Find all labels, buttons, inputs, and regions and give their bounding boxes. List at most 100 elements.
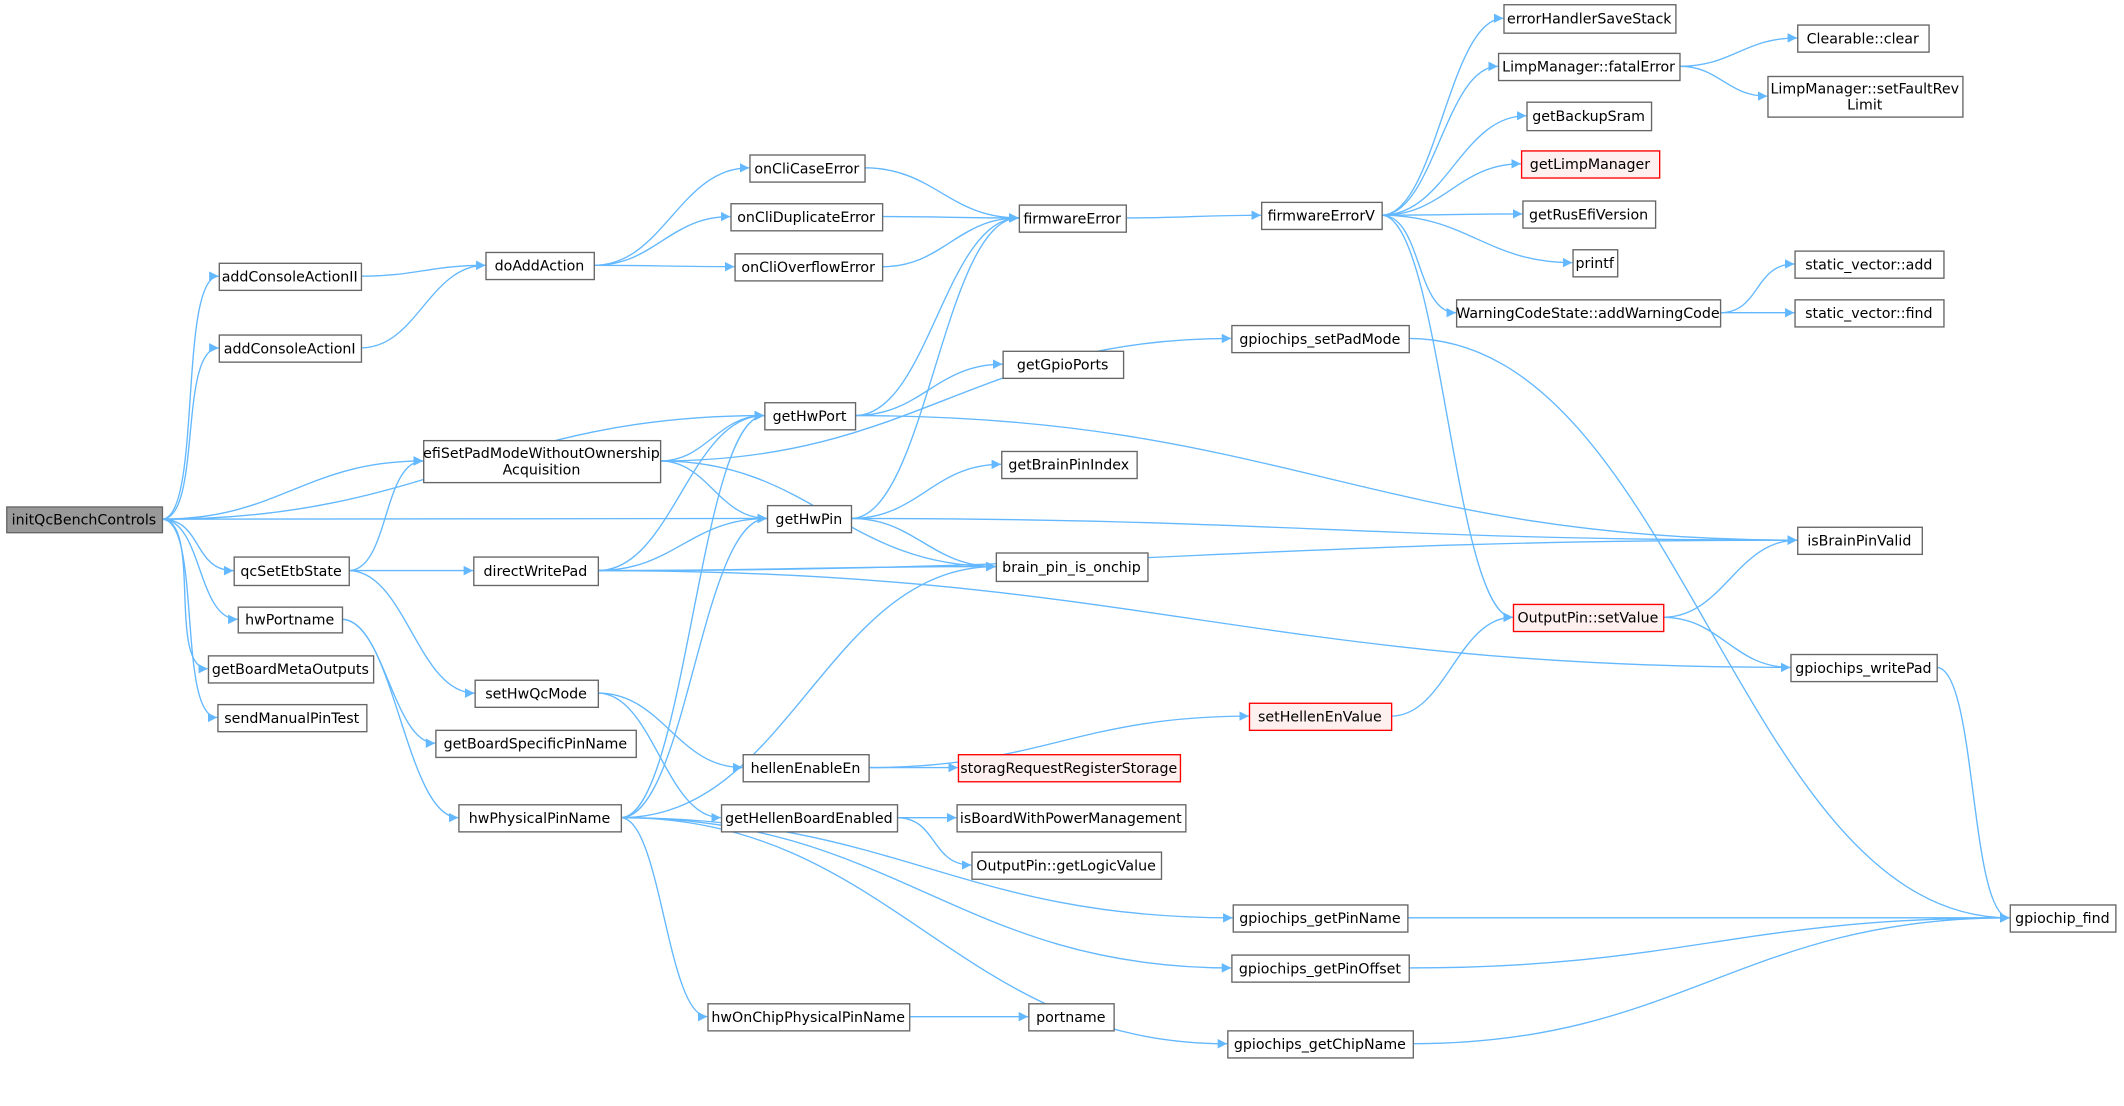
node-printf[interactable]: printf: [1572, 249, 1619, 278]
node-gpiochips-getpinname[interactable]: gpiochips_getPinName: [1232, 904, 1409, 933]
node-sethwqcmode[interactable]: setHwQcMode: [474, 679, 600, 709]
node-isboardwithpowermanagement[interactable]: isBoardWithPowerManagement: [956, 804, 1187, 833]
node-errorhandlersavestack[interactable]: errorHandlerSaveStack: [1503, 4, 1677, 34]
node-hwonchipphysicalpinname[interactable]: hwOnChipPhysicalPinName: [707, 1003, 911, 1032]
node-box[interactable]: [458, 804, 623, 833]
node-getbackupsram[interactable]: getBackupSram: [1526, 101, 1653, 132]
node-box[interactable]: [1572, 249, 1619, 278]
node-getboardmetaoutputs[interactable]: getBoardMetaOutputs: [207, 655, 375, 684]
node-box[interactable]: [1520, 150, 1661, 179]
node-warningcodestate-addwarningcode[interactable]: WarningCodeState::addWarningCode: [1455, 299, 1722, 328]
node-doaddaction[interactable]: doAddAction: [485, 251, 595, 281]
node-box[interactable]: [1797, 526, 1923, 556]
node-box[interactable]: [971, 851, 1163, 880]
node-box[interactable]: [742, 754, 870, 783]
node-firmwareerror[interactable]: firmwareError: [1018, 204, 1127, 233]
node-box[interactable]: [1260, 201, 1383, 231]
node-box[interactable]: [1248, 702, 1393, 732]
node-gpiochips-writepad[interactable]: gpiochips_writePad: [1790, 653, 1938, 683]
node-static-vector-find[interactable]: static_vector::find: [1794, 299, 1945, 328]
node-box[interactable]: [1512, 603, 1665, 633]
node-box[interactable]: [237, 606, 344, 634]
node-box[interactable]: [1231, 324, 1410, 354]
node-box[interactable]: [734, 253, 884, 282]
node-box[interactable]: [1231, 954, 1410, 983]
node-box[interactable]: [1794, 250, 1945, 279]
node-box[interactable]: [1526, 101, 1653, 132]
node-getrusefiversion[interactable]: getRusEfiVersion: [1522, 200, 1657, 229]
node-portname[interactable]: portname: [1028, 1003, 1115, 1032]
node-gpiochips-getpinoffset[interactable]: gpiochips_getPinOffset: [1231, 954, 1410, 983]
node-firmwareerrorv[interactable]: firmwareErrorV: [1260, 201, 1383, 231]
node-box[interactable]: [1790, 653, 1938, 683]
node-isbrainpinvalid[interactable]: isBrainPinValid: [1797, 526, 1923, 556]
node-addconsoleactionii[interactable]: addConsoleActionII: [218, 262, 363, 292]
node-brain-pin-is-onchip[interactable]: brain_pin_is_onchip: [995, 552, 1149, 583]
node-box[interactable]: [218, 262, 363, 292]
node-box[interactable]: [485, 251, 595, 281]
node-qcsetetbstate[interactable]: qcSetEtbState: [233, 556, 350, 587]
node-box[interactable]: [6, 506, 164, 534]
node-getbrainpinindex[interactable]: getBrainPinIndex: [1001, 450, 1138, 480]
node-gpiochips-setpadmode[interactable]: gpiochips_setPadMode: [1231, 324, 1410, 354]
node-box[interactable]: [730, 203, 884, 232]
node-hwportname[interactable]: hwPortname: [237, 606, 344, 634]
node-hellenenableen[interactable]: hellenEnableEn: [742, 754, 870, 783]
node-getlimpmanager[interactable]: getLimpManager: [1520, 150, 1661, 179]
node-box[interactable]: [707, 1003, 911, 1032]
node-box[interactable]: [1018, 204, 1127, 233]
node-box[interactable]: [957, 754, 1182, 783]
node-sethellenenvalue[interactable]: setHellenEnValue: [1248, 702, 1393, 732]
node-box[interactable]: [1522, 200, 1657, 229]
node-gethwpin[interactable]: getHwPin: [766, 504, 853, 534]
node-box[interactable]: [1794, 299, 1945, 328]
node-outputpin-getlogicvalue[interactable]: OutputPin::getLogicValue: [971, 851, 1163, 880]
node-box[interactable]: [749, 154, 866, 183]
node-clearable-clear[interactable]: Clearable::clear: [1797, 24, 1930, 53]
node-initqcbenchcontrols[interactable]: initQcBenchControls: [6, 506, 164, 534]
node-box[interactable]: [764, 402, 857, 431]
node-box[interactable]: [995, 552, 1149, 583]
node-box[interactable]: [1227, 1030, 1414, 1059]
node-box[interactable]: [218, 334, 363, 363]
node-box[interactable]: [474, 679, 600, 709]
node-hwphysicalpinname[interactable]: hwPhysicalPinName: [458, 804, 623, 833]
node-sendmanualpintest[interactable]: sendManualPinTest: [217, 703, 368, 733]
node-box[interactable]: [423, 439, 662, 484]
node-box[interactable]: [1455, 299, 1722, 328]
node-box[interactable]: [217, 703, 368, 733]
node-static-vector-add[interactable]: static_vector::add: [1794, 250, 1945, 279]
node-getboardspecificpinname[interactable]: getBoardSpecificPinName: [435, 729, 637, 759]
node-gethellenboardenabled[interactable]: getHellenBoardEnabled: [720, 804, 899, 833]
node-box[interactable]: [1232, 904, 1409, 933]
node-box[interactable]: [1797, 24, 1930, 53]
node-box[interactable]: [233, 556, 350, 587]
node-box[interactable]: [1497, 52, 1681, 82]
node-box[interactable]: [1503, 4, 1677, 34]
node-oncliduplicateerror[interactable]: onCliDuplicateError: [730, 203, 884, 232]
node-box[interactable]: [2009, 904, 2117, 933]
node-box[interactable]: [1002, 350, 1125, 380]
node-outputpin-setvalue[interactable]: OutputPin::setValue: [1512, 603, 1665, 633]
node-limpmanager-fatalerror[interactable]: LimpManager::fatalError: [1497, 52, 1681, 82]
node-box[interactable]: [1001, 450, 1138, 480]
node-gpiochip-find[interactable]: gpiochip_find: [2009, 904, 2117, 933]
node-box[interactable]: [766, 504, 853, 534]
node-getgpioports[interactable]: getGpioPorts: [1002, 350, 1125, 380]
node-box[interactable]: [956, 804, 1187, 833]
node-box[interactable]: [435, 729, 637, 759]
node-addconsoleactioni[interactable]: addConsoleActionI: [218, 334, 363, 363]
node-box[interactable]: [207, 655, 375, 684]
node-box[interactable]: [473, 556, 600, 587]
node-box[interactable]: [720, 804, 899, 833]
node-gethwport[interactable]: getHwPort: [764, 402, 857, 431]
node-storagrequestregisterstorage[interactable]: storagRequestRegisterStorage: [957, 754, 1182, 783]
node-directwritepad[interactable]: directWritePad: [473, 556, 600, 587]
node-onclicaseerror[interactable]: onCliCaseError: [749, 154, 866, 183]
node-gpiochips-getchipname[interactable]: gpiochips_getChipName: [1227, 1030, 1414, 1059]
node-onclioverflowerror[interactable]: onCliOverflowError: [734, 253, 884, 282]
node-box[interactable]: [1028, 1003, 1115, 1032]
node-box[interactable]: [1767, 75, 1964, 118]
